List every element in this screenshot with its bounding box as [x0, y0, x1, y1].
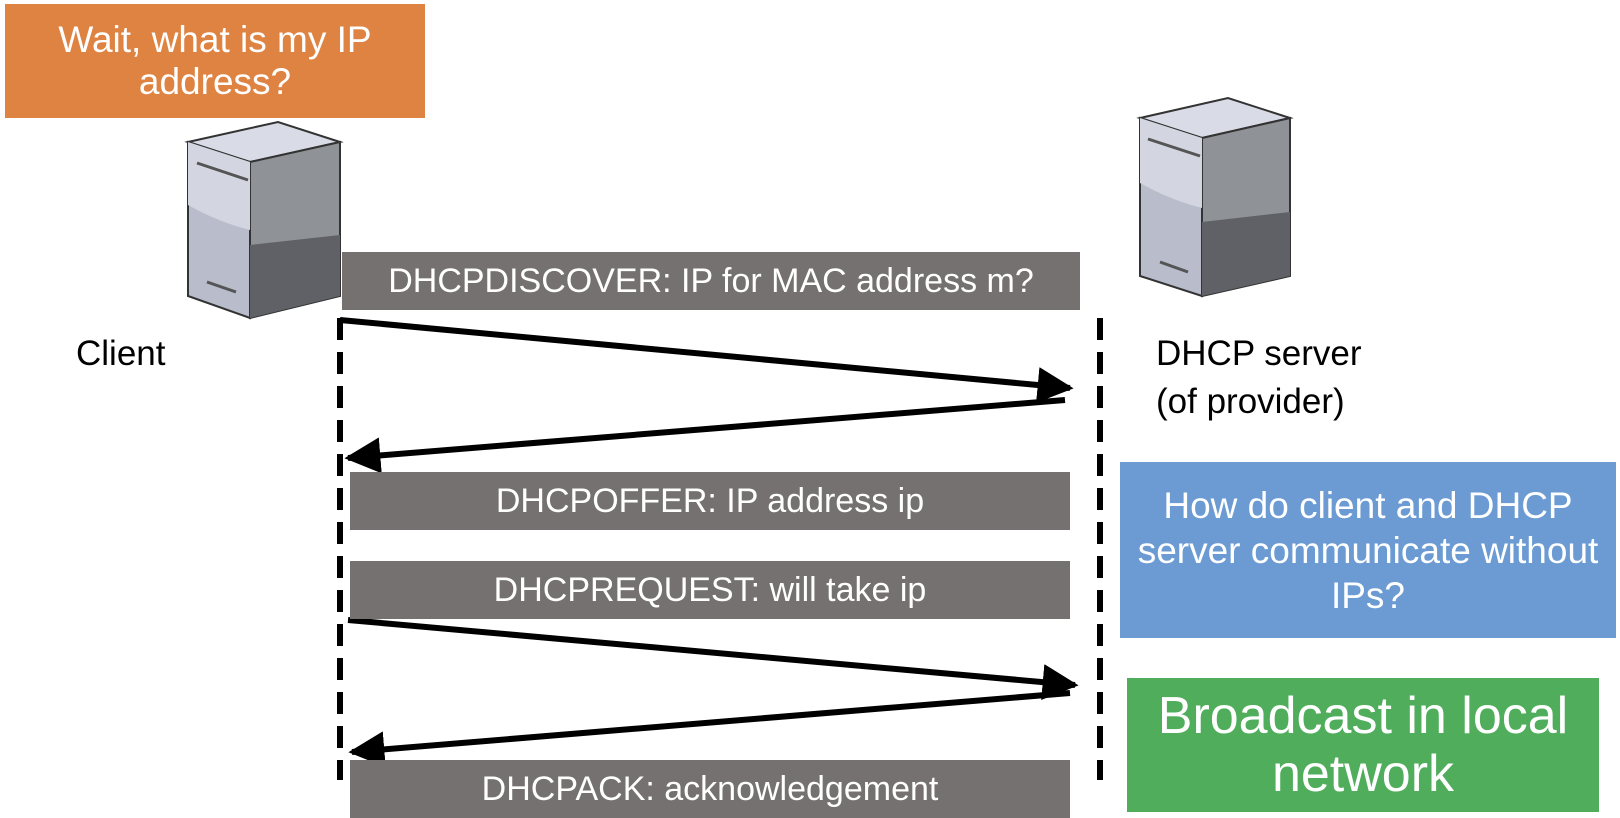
arrow-offer: [344, 397, 1066, 474]
server-computer-icon: [1136, 96, 1294, 298]
callout-how-text: How do client and DHCP server communicat…: [1137, 484, 1599, 616]
callout-how-box: How do client and DHCP server communicat…: [1120, 462, 1616, 638]
message-ack-text: DHCPACK: acknowledgement: [481, 769, 939, 808]
server-label-line1: DHCP server: [1156, 334, 1362, 373]
message-ack: DHCPACK: acknowledgement: [350, 760, 1070, 818]
arrow-discover: [339, 317, 1074, 403]
client-label: Client: [76, 334, 166, 373]
arrow-ack: [348, 690, 1071, 768]
server-label: DHCP server (of provider): [1156, 330, 1362, 426]
callout-answer-box: Broadcast in local network: [1127, 678, 1599, 812]
message-request: DHCPREQUEST: will take ip: [350, 561, 1070, 619]
question-text: Wait, what is my IP address?: [58, 19, 372, 102]
message-discover: DHCPDISCOVER: IP for MAC address m?: [342, 252, 1080, 310]
message-offer-text: DHCPOFFER: IP address ip: [495, 481, 925, 520]
message-discover-text: DHCPDISCOVER: IP for MAC address m?: [388, 261, 1034, 300]
message-request-text: DHCPREQUEST: will take ip: [493, 570, 927, 609]
question-box: Wait, what is my IP address?: [5, 4, 425, 118]
arrow-request: [347, 617, 1079, 701]
callout-answer-text: Broadcast in local network: [1157, 687, 1569, 803]
message-offer: DHCPOFFER: IP address ip: [350, 472, 1070, 530]
server-label-line2: (of provider): [1156, 382, 1345, 421]
client-computer-icon: [184, 120, 344, 320]
